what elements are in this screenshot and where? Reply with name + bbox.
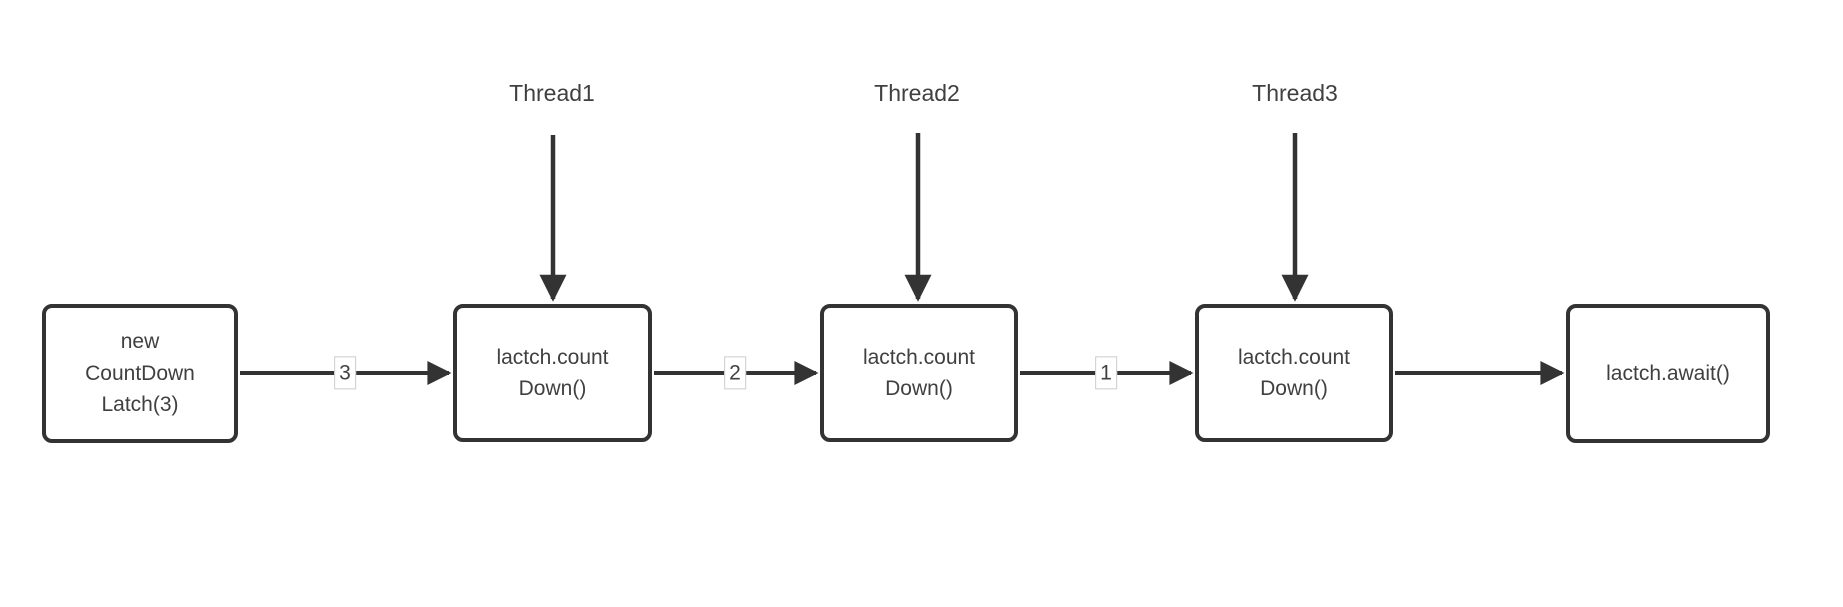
- node-countdown-3: lactch.count Down(): [1195, 304, 1393, 442]
- edge-count-label-2: 2: [724, 356, 746, 390]
- thread3-label: Thread3: [1252, 80, 1338, 106]
- node-await: lactch.await(): [1566, 304, 1770, 443]
- thread2-label: Thread2: [874, 80, 960, 106]
- thread1-label: Thread1: [509, 80, 595, 106]
- edge-count-label-1: 1: [1095, 356, 1117, 390]
- edge-count-label-3: 3: [334, 356, 356, 390]
- node-countdown-1: lactch.count Down(): [453, 304, 652, 442]
- node-countdown-2: lactch.count Down(): [820, 304, 1018, 442]
- node-new-countdownlatch: new CountDown Latch(3): [42, 304, 238, 443]
